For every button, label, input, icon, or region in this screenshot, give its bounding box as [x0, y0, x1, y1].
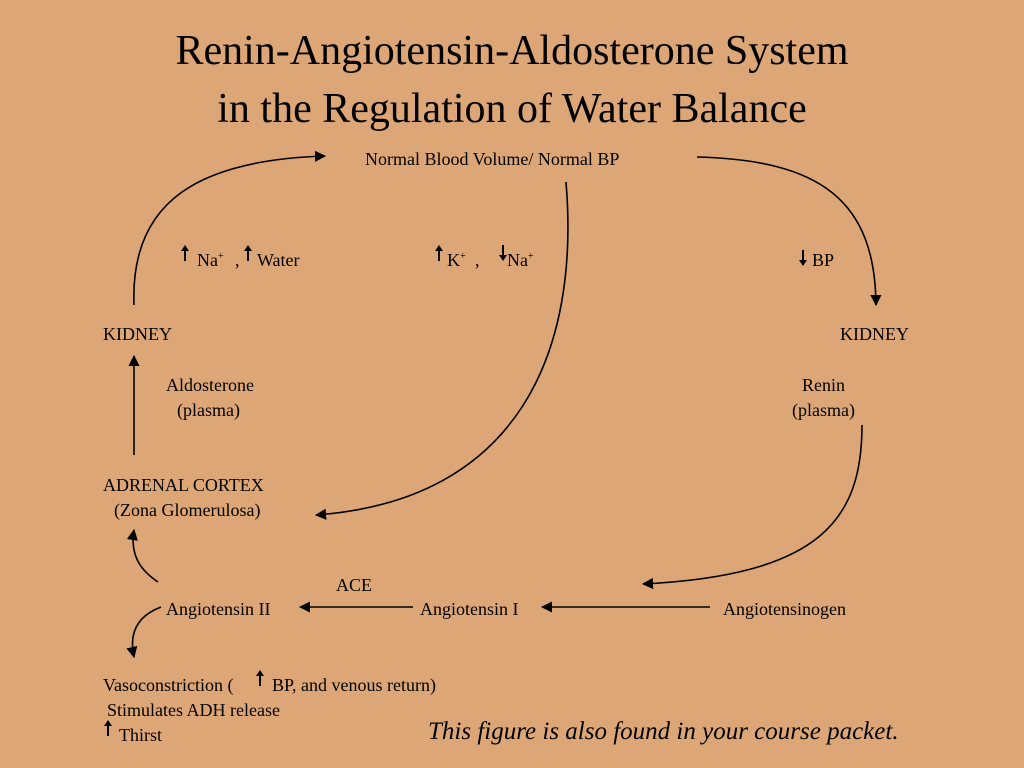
up-arrow-icon — [104, 720, 112, 736]
sodium-label-2: Na+ — [507, 250, 534, 270]
water-label: Water — [257, 250, 300, 270]
potassium-label: K+ — [447, 250, 466, 270]
vasoconstriction-prefix: Vasoconstriction ( — [103, 675, 234, 695]
adrenal-cortex-label: ADRENAL CORTEX — [103, 475, 264, 495]
title-line-1: Renin-Angiotensin-Aldosterone System — [175, 28, 849, 74]
bp-label: BP — [812, 250, 835, 270]
sodium-label: Na+ — [197, 250, 224, 270]
angiotensinogen-label: Angiotensinogen — [723, 599, 846, 619]
down-arrow-icon — [499, 245, 507, 261]
up-arrow-icon — [256, 670, 264, 686]
arrow-angiotensin-2-to-effects — [126, 606, 162, 659]
ace-label: ACE — [336, 575, 372, 595]
up-arrow-icon — [435, 245, 443, 261]
down-arrow-icon — [799, 250, 807, 266]
vasoconstriction-suffix: BP, and venous return) — [272, 675, 436, 695]
renin-sub-label: (plasma) — [792, 400, 855, 420]
adrenal-sub-label: (Zona Glomerulosa) — [114, 500, 261, 520]
up-arrow-icon — [244, 245, 252, 261]
arrow-left-kidney-to-normal-bp — [133, 150, 327, 306]
footnote: This figure is also found in your course… — [428, 718, 899, 745]
comma-label-2: , — [475, 250, 480, 270]
kidney-left-label: KIDNEY — [103, 324, 172, 344]
renin-label: Renin — [802, 375, 845, 395]
angiotensin-2-label: Angiotensin II — [166, 599, 271, 619]
kidney-right-label: KIDNEY — [840, 324, 909, 344]
arrow-normal-bp-to-right-kidney — [696, 156, 882, 307]
arrow-angiotensin-2-to-adrenal — [126, 528, 159, 583]
up-arrow-icon — [181, 245, 189, 261]
arrow-right-kidney-to-angiotensin-1 — [641, 424, 863, 590]
thirst-label: Thirst — [119, 725, 162, 745]
normal-blood-volume-label: Normal Blood Volume/ Normal BP — [365, 149, 620, 169]
aldosterone-label: Aldosterone — [166, 375, 254, 395]
angiotensin-1-label: Angiotensin I — [420, 599, 519, 619]
arrow-normal-bp-to-adrenal — [314, 181, 569, 520]
adh-label: Stimulates ADH release — [107, 700, 280, 720]
comma-label: , — [235, 250, 240, 270]
title-line-2: in the Regulation of Water Balance — [217, 86, 807, 132]
aldosterone-sub-label: (plasma) — [177, 400, 240, 420]
